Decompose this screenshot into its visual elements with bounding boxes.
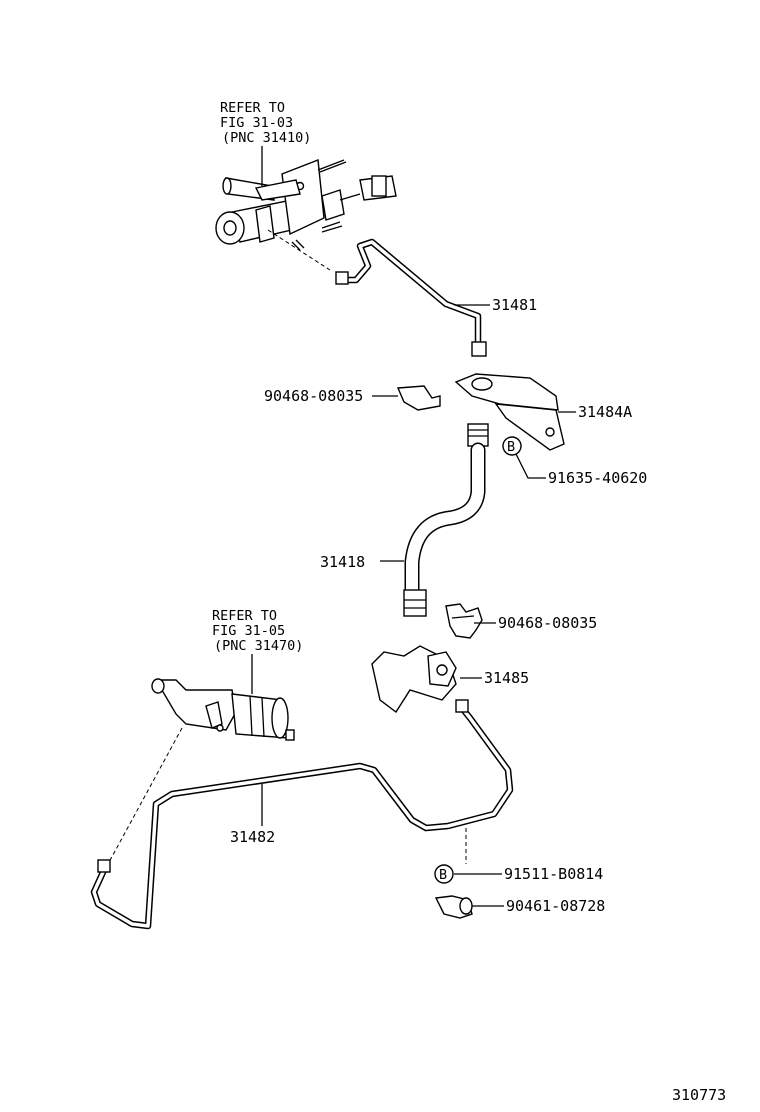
callout-90461: 90461-08728: [506, 897, 605, 915]
release-cylinder-ref-line-2: FIG 31-05: [212, 623, 285, 639]
callout-90468-lower: 90468-08035: [498, 614, 597, 632]
callout-31482: 31482: [230, 828, 275, 846]
release-cylinder-ref-line-1: REFER TO: [212, 608, 277, 624]
clip-upper: [396, 385, 441, 411]
callout-91635: 91635-40620: [548, 469, 647, 487]
callout-91511: 91511-B0814: [504, 865, 603, 883]
bracket-31484a: [454, 373, 565, 451]
master-cylinder-ref-line-2: FIG 31-03: [220, 115, 293, 131]
callout-leader-91635: [515, 453, 546, 479]
master-cylinder-ref-line-3: (PNC 31410): [222, 130, 311, 146]
callout-31418: 31418: [320, 553, 365, 571]
marker-b-upper: [502, 436, 522, 456]
pipe-clamp-90461: [434, 895, 473, 919]
callout-31485: 31485: [484, 669, 529, 687]
callout-31481: 31481: [492, 296, 537, 314]
clip-lower: [445, 603, 483, 639]
clutch-pipe-31481: [335, 238, 487, 357]
release-cylinder-leader: [107, 727, 183, 865]
flexible-hose-31418: [403, 423, 489, 617]
clutch-release-cylinder: [151, 678, 295, 741]
callout-90468-upper: 90468-08035: [264, 387, 363, 405]
clutch-pipe-31482: [90, 699, 514, 930]
marker-b-upper-label: B: [507, 439, 515, 455]
marker-b-lower-label: B: [439, 867, 447, 883]
bracket-31485: [371, 645, 457, 714]
callout-31484a: 31484A: [578, 403, 632, 421]
clutch-master-cylinder: [215, 159, 397, 251]
master-cylinder-leader: [267, 229, 331, 271]
master-cylinder-ref-line-1: REFER TO: [220, 100, 285, 116]
illustration-number: 310773: [672, 1086, 726, 1104]
release-cylinder-ref-line-3: (PNC 31470): [214, 638, 303, 654]
marker-b-lower: [434, 864, 454, 884]
